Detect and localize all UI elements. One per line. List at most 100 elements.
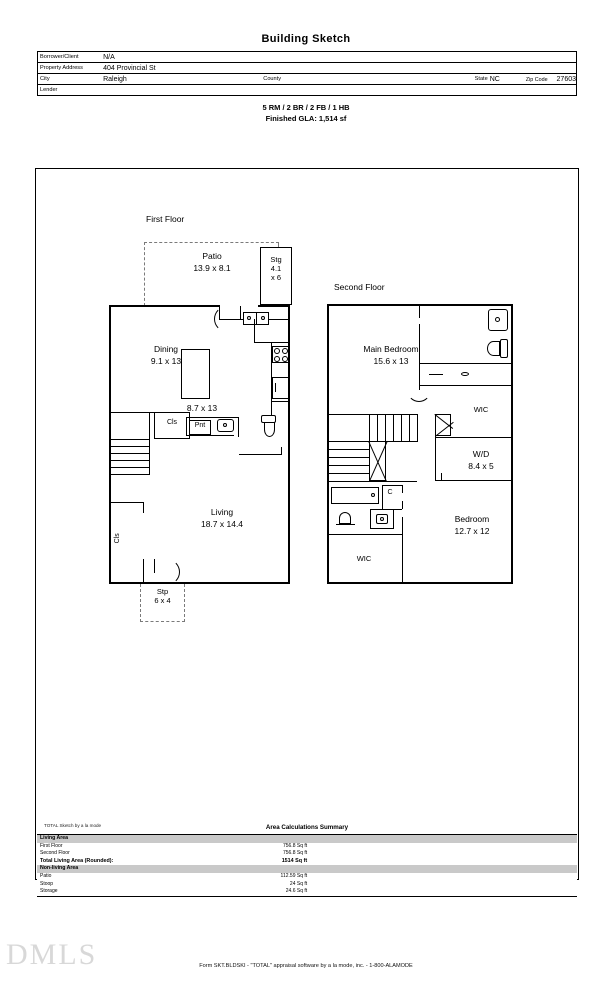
closet-upper-label: Cls bbox=[166, 419, 178, 426]
row-value: 24 Sq ft bbox=[250, 881, 577, 889]
living-partition-jamb bbox=[281, 447, 282, 455]
cls-upper-top bbox=[111, 412, 189, 413]
table-row: First Floor 756.8 Sq ft bbox=[37, 843, 577, 851]
range-burner-2 bbox=[282, 348, 288, 354]
zip-label: Zip Code bbox=[525, 76, 548, 83]
living-area-section-header: Living Area bbox=[37, 835, 577, 843]
sf-stair-rail-5 bbox=[401, 414, 402, 442]
stair-tread-4 bbox=[111, 460, 150, 461]
wic-lower-jamb bbox=[402, 574, 403, 584]
gla-line: Finished GLA: 1,514 sf bbox=[265, 114, 347, 123]
wic-lower-label: WIC bbox=[356, 554, 372, 563]
sf-stair-rail-3 bbox=[385, 414, 386, 442]
stair-stringer bbox=[149, 412, 150, 475]
patio-door-arc bbox=[214, 306, 240, 332]
city-value: Raleigh bbox=[101, 73, 262, 85]
row-value-text: 112.59 Sq ft bbox=[280, 872, 308, 879]
room-count-line: 5 RM / 2 BR / 2 FB / 1 HB bbox=[262, 103, 350, 112]
sf-stair-rail-7 bbox=[417, 414, 418, 442]
dining-name: Dining bbox=[153, 344, 179, 354]
state-value: NC bbox=[489, 75, 500, 83]
state-label: State bbox=[464, 73, 488, 85]
wd-wall-top bbox=[435, 437, 512, 438]
kitchen-counter-vert bbox=[271, 342, 272, 418]
cls-upper-bottom bbox=[154, 438, 189, 439]
borrower-value: N/A bbox=[103, 53, 115, 61]
sf-wall-left bbox=[327, 304, 330, 584]
patio-name: Patio bbox=[202, 251, 222, 261]
main-bath-vanity-sink bbox=[461, 372, 469, 376]
patio-outline-left bbox=[144, 242, 145, 306]
patio-outline-right bbox=[278, 242, 279, 247]
area-calculations-table: Living Area First Floor 756.8 Sq ft Seco… bbox=[37, 834, 577, 897]
closet-c-jamb-a bbox=[402, 485, 403, 493]
cls-upper-right bbox=[189, 412, 190, 439]
wd-wall-left bbox=[435, 452, 436, 481]
half-bath-sink-drain bbox=[223, 423, 227, 427]
sketch-frame: First Floor Patio 13.9 x 8.1 Stg 4.1 x 6 bbox=[35, 168, 579, 897]
wic-lower-wall-horz bbox=[329, 534, 402, 535]
header-row-lender: Lender bbox=[37, 84, 577, 96]
closet-c-label: C bbox=[387, 489, 393, 496]
stair-tread-6 bbox=[111, 474, 150, 475]
dining-room: Dining 9.1 x 13 bbox=[126, 344, 206, 367]
stoop-outline-right bbox=[184, 584, 185, 622]
cls-lower-top bbox=[111, 502, 144, 503]
living-partition bbox=[239, 454, 281, 455]
range-burner-1 bbox=[274, 348, 280, 354]
stoop-name: Stp bbox=[156, 587, 169, 596]
kitchen-counter-right-edge bbox=[254, 319, 255, 343]
sf-stair-top bbox=[329, 414, 417, 415]
sf-wall-right bbox=[511, 304, 514, 584]
lender-value bbox=[101, 84, 577, 96]
stoop-dims: 6 x 4 bbox=[154, 596, 171, 605]
city-label: City bbox=[37, 73, 102, 85]
row-value: 756.8 Sq ft bbox=[250, 850, 577, 858]
closet-c-box bbox=[331, 487, 379, 504]
address-value: 404 Provincial St bbox=[101, 62, 577, 74]
halfbath-wall-right bbox=[238, 417, 239, 437]
sf-stair-bottom bbox=[329, 481, 417, 482]
wic-lower-wall-vert bbox=[402, 517, 403, 583]
closet-c-wall-top bbox=[382, 485, 402, 486]
kitchen-sink-divider bbox=[256, 312, 257, 325]
nonliving-area-label: Non-living Area bbox=[37, 865, 577, 873]
second-floor-label: Second Floor bbox=[334, 282, 385, 292]
total-living-area-row: Total Living Area (Rounded): 1514 Sq ft bbox=[37, 858, 577, 866]
wd-dims: 8.4 x 5 bbox=[468, 460, 494, 471]
stoop-room: Stp 6 x 4 bbox=[140, 587, 185, 605]
row-value-text: 24 Sq ft bbox=[289, 880, 308, 887]
bedroom-2-name: Bedroom bbox=[454, 514, 490, 524]
kitchen-counter-edge bbox=[219, 305, 220, 320]
living-dims: 18.7 x 14.4 bbox=[200, 518, 244, 529]
wic-upper-label: WIC bbox=[473, 405, 489, 414]
main-bath-shower-drain bbox=[495, 317, 500, 322]
living-name: Living bbox=[210, 507, 234, 517]
table-row: Storage 24.6 Sq ft bbox=[37, 888, 577, 896]
sf-stair-tread-1 bbox=[329, 449, 369, 450]
kitchen-sink-drain-left bbox=[247, 316, 251, 320]
closet-c-wall-left bbox=[382, 485, 383, 509]
storage-room: Stg 4.1 x 6 bbox=[260, 255, 292, 282]
row-value-text: 756.8 Sq ft bbox=[282, 850, 308, 857]
sf-wall-bottom bbox=[327, 582, 513, 585]
row-value: 24.6 Sq ft bbox=[250, 888, 577, 896]
row-value-text: 756.8 Sq ft bbox=[282, 842, 308, 849]
patio-outline-top bbox=[144, 242, 279, 243]
stair-tread-5 bbox=[111, 467, 150, 468]
table-row: Stoop 24 Sq ft bbox=[37, 881, 577, 889]
bath-2-toilet-base bbox=[336, 524, 355, 525]
total-value-text: 1514 Sq ft bbox=[281, 857, 308, 864]
wd-door-jamb bbox=[441, 473, 442, 481]
mb-bath-wall-top bbox=[419, 306, 420, 318]
range-burner-4 bbox=[282, 356, 288, 362]
sf-stair-tread-3 bbox=[329, 465, 369, 466]
cls-lower-right-a bbox=[143, 502, 144, 513]
closet-lower-label: Cls bbox=[113, 533, 121, 544]
bedroom-2-dims: 12.7 x 12 bbox=[454, 525, 490, 536]
front-door-arc bbox=[154, 559, 180, 585]
range-burner-3 bbox=[274, 356, 280, 362]
mb-bath-wall-horz bbox=[419, 363, 511, 364]
halfbath-wall-left bbox=[186, 417, 187, 435]
row-name: Storage bbox=[40, 888, 58, 895]
